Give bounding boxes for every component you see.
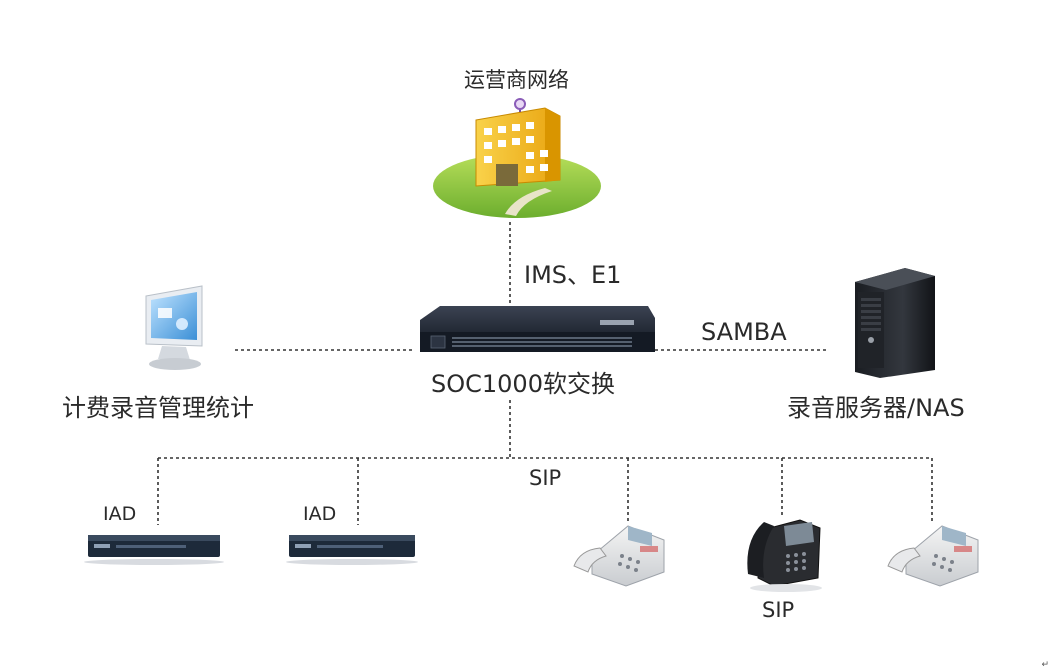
computer-monitor-icon (145, 285, 203, 370)
label-sip-bus: SIP (529, 466, 562, 490)
building-icon (433, 98, 601, 218)
rack-switch-icon (420, 306, 655, 352)
label-samba: SAMBA (701, 318, 787, 346)
label-sip-phone: SIP (762, 598, 795, 622)
desk-phone-icon (887, 525, 979, 587)
label-iad-right: IAD (303, 503, 337, 525)
label-billing: 计费录音管理统计 (62, 394, 254, 422)
label-recording-server: 录音服务器/NAS (787, 394, 965, 422)
iad-box-icon (84, 535, 224, 565)
tower-server-icon (855, 268, 935, 378)
connection-lines (157, 222, 933, 525)
iad-box-icon (286, 535, 418, 565)
label-carrier-network: 运营商网络 (464, 68, 569, 92)
ip-phone-icon (747, 519, 822, 592)
return-mark-icon: ↵ (1041, 660, 1049, 670)
label-softswitch: SOC1000软交换 (431, 370, 615, 398)
desk-phone-icon (573, 525, 665, 587)
label-trunk-protocol: IMS、E1 (524, 261, 622, 289)
label-iad-left: IAD (103, 503, 137, 525)
